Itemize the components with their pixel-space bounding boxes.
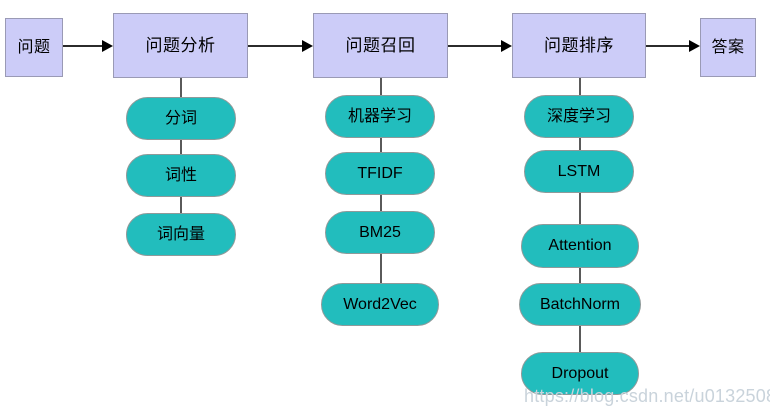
pill-cixiangliang[interactable]: 词向量 <box>126 213 236 256</box>
arrow-head-icon <box>302 40 313 52</box>
arrow-analysis-to-recall <box>248 39 313 53</box>
pill-batchnorm[interactable]: BatchNorm <box>519 283 641 326</box>
process-box-input[interactable]: 问题 <box>5 18 63 77</box>
arrow-shaft <box>248 45 302 47</box>
pill-word2vec[interactable]: Word2Vec <box>321 283 439 326</box>
pill-attention[interactable]: Attention <box>521 224 639 268</box>
arrow-head-icon <box>501 40 512 52</box>
pill-dropout[interactable]: Dropout <box>521 352 639 395</box>
arrow-recall-to-ranking <box>448 39 512 53</box>
arrow-input-to-analysis <box>63 39 113 53</box>
arrow-shaft <box>646 45 689 47</box>
arrow-shaft <box>448 45 501 47</box>
connector-ranking-to-dl <box>579 78 581 100</box>
process-box-recall[interactable]: 问题召回 <box>313 13 448 78</box>
arrow-ranking-to-output <box>646 39 700 53</box>
connector-analysis-to-fenci <box>180 78 182 102</box>
pill-lstm[interactable]: LSTM <box>524 150 634 193</box>
pill-cixing[interactable]: 词性 <box>126 154 236 197</box>
arrow-head-icon <box>102 40 113 52</box>
process-box-output[interactable]: 答案 <box>700 18 756 77</box>
process-box-ranking[interactable]: 问题排序 <box>512 13 646 78</box>
pill-tfidf[interactable]: TFIDF <box>325 152 435 195</box>
arrow-shaft <box>63 45 102 47</box>
watermark-text: https://blog.csdn.net/u013250861 <box>524 386 770 406</box>
connector-lstm-to-attention <box>579 189 581 229</box>
connector-recall-to-ml <box>380 78 382 100</box>
connector-dl-to-lstm <box>579 134 581 156</box>
pill-machine-learning[interactable]: 机器学习 <box>325 95 435 138</box>
connector-tfidf-to-bm25 <box>380 191 382 215</box>
connector-attention-to-batchnorm <box>579 264 581 288</box>
connector-fenci-to-cixing <box>180 136 182 160</box>
pill-bm25[interactable]: BM25 <box>325 211 435 254</box>
arrow-head-icon <box>689 40 700 52</box>
connector-bm25-to-word2vec <box>380 250 382 286</box>
connector-cixing-to-cixiangliang <box>180 193 182 219</box>
connector-batchnorm-to-dropout <box>579 322 581 356</box>
pill-deep-learning[interactable]: 深度学习 <box>524 95 634 138</box>
connector-ml-to-tfidf <box>380 134 382 156</box>
pill-fenci[interactable]: 分词 <box>126 97 236 140</box>
process-box-analysis[interactable]: 问题分析 <box>113 13 248 78</box>
